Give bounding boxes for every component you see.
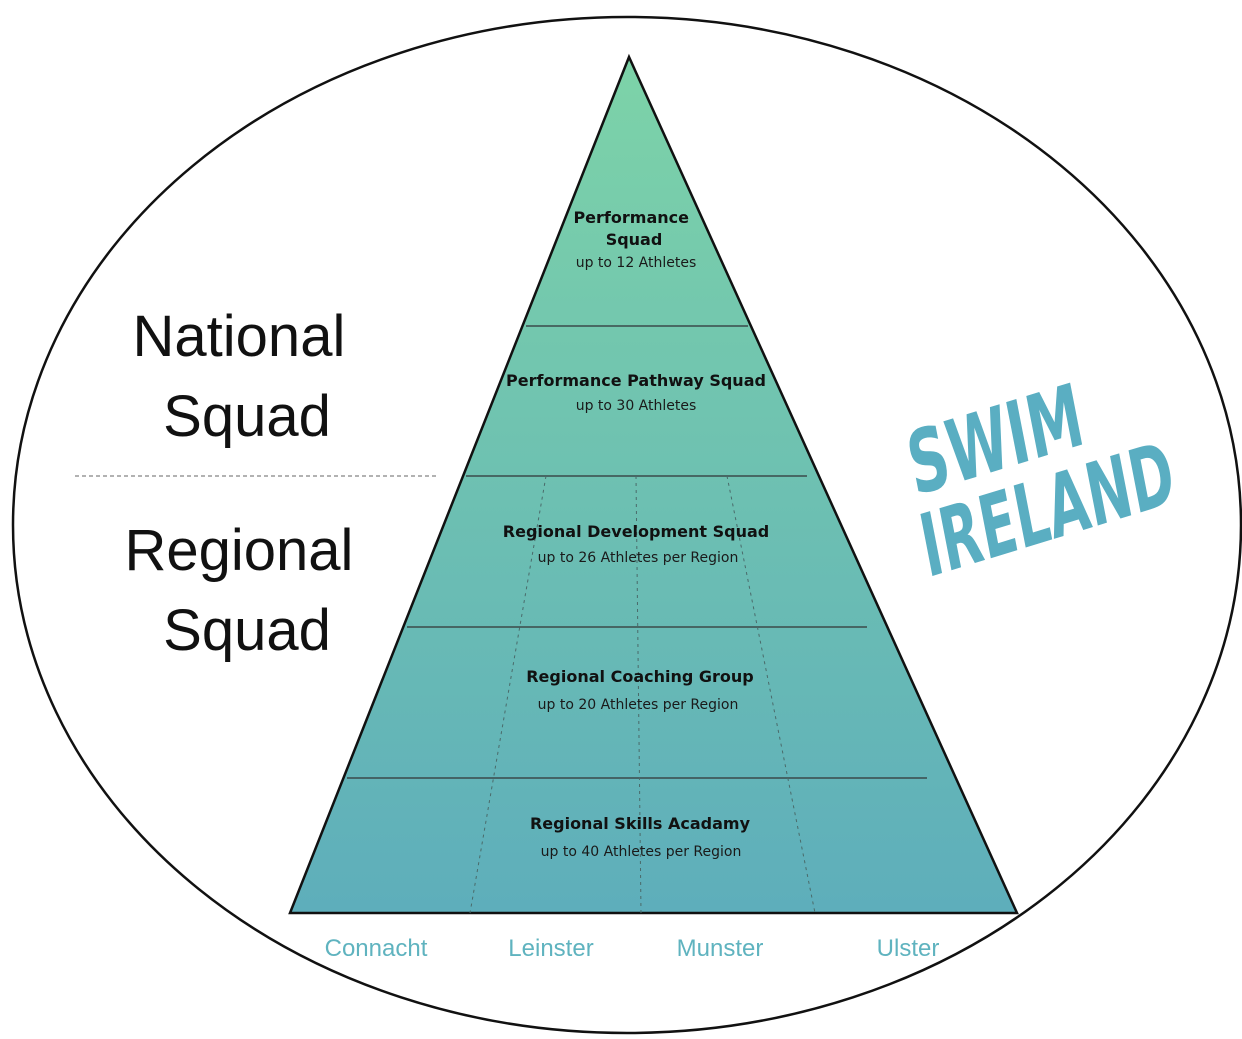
tier-dividers — [347, 325, 927, 779]
tier-1-title-line-1: Performance — [573, 208, 689, 227]
region-labels: Connacht Leinster Munster Ulster — [325, 935, 940, 962]
region-dividers — [469, 475, 816, 914]
tier-regional-coaching-subtitle: up to 20 Athletes per Region — [538, 697, 739, 713]
tier-regional-development-subtitle: up to 26 Athletes per Region — [538, 550, 739, 566]
regional-label-line-1: Regional — [124, 518, 353, 583]
outer-ellipse — [11, 15, 1242, 1035]
region-label-connacht: Connacht — [325, 935, 428, 962]
tier-regional-coaching-title: Regional Coaching Group — [526, 667, 754, 686]
regional-squad-label: Regional Squad — [124, 518, 369, 663]
tier-performance-pathway-title: Performance Pathway Squad — [506, 371, 766, 390]
tier-performance-squad-subtitle: up to 12 Athletes — [576, 255, 697, 271]
swim-ireland-logo: SWIM IRELAND — [900, 365, 1183, 598]
national-squad-label: National Squad — [133, 304, 362, 449]
tier-regional-development-title: Regional Development Squad — [503, 522, 769, 541]
tier-performance-squad-title: Performance Squad — [573, 208, 694, 249]
national-label-line-2: Squad — [163, 384, 331, 449]
pyramid — [288, 53, 1019, 915]
tier-regional-skills-title: Regional Skills Acadamy — [530, 814, 751, 833]
tier-1-title-line-2: Squad — [606, 230, 663, 249]
regional-label-line-2: Squad — [163, 598, 331, 663]
national-label-line-1: National — [133, 304, 346, 369]
region-label-munster: Munster — [677, 935, 764, 962]
region-label-leinster: Leinster — [508, 935, 593, 962]
region-label-ulster: Ulster — [877, 935, 940, 962]
tier-performance-pathway-subtitle: up to 30 Athletes — [576, 398, 697, 414]
tier-regional-skills-subtitle: up to 40 Athletes per Region — [541, 844, 742, 860]
